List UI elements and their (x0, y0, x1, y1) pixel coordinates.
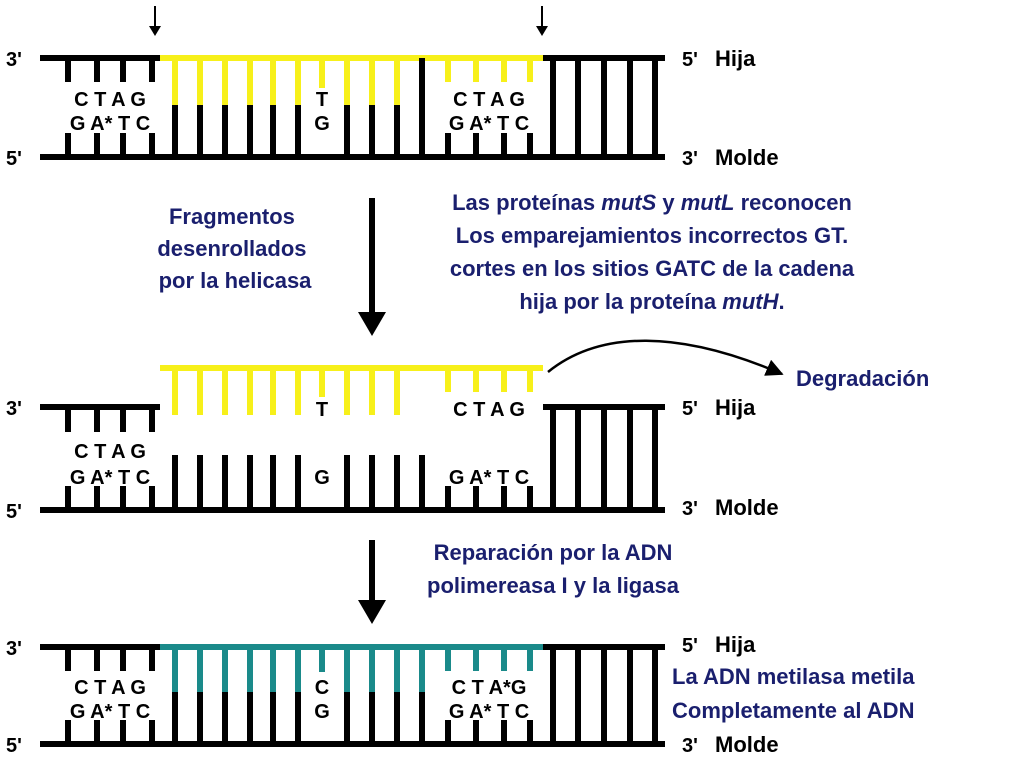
p1-right-site-top: C T A G (453, 89, 525, 111)
p2-left-site-bottom: G A* T C (70, 467, 150, 489)
p3-daughter-teeth-left (65, 647, 155, 671)
degradation-arrow (547, 339, 784, 376)
excised-fragment-teeth (172, 368, 533, 415)
p1-left-site-bottom: G A* T C (70, 113, 150, 135)
p2-template-3-prime: 3' (682, 498, 698, 520)
p3-right-site-bottom: G A* T C (449, 701, 529, 723)
p2-daughter-name: Hija (715, 395, 756, 420)
methylase-note-line-1: La ADN metilasa metila (672, 664, 915, 689)
recognition-line-4-a: hija por la proteína (519, 289, 722, 314)
p3-daughter-name: Hija (715, 632, 756, 657)
p2-left-site-top: C T A G (74, 441, 146, 463)
p3-left-site-top: C T A G (74, 677, 146, 699)
p2-template-5-prime: 5' (6, 501, 22, 523)
p3-left-site-bottom: G A* T C (70, 701, 150, 723)
p3-template-teeth-left (65, 720, 155, 744)
p2-template-teeth-left (65, 486, 155, 510)
template-teeth-left (65, 133, 155, 157)
p1-daughter-3-prime: 3' (6, 49, 22, 71)
p2-loose-mismatch: T (316, 399, 328, 421)
mutL-label: mutL (681, 190, 735, 215)
step-1-recognition: Fragmentos desenrollados por la helicasa… (157, 190, 855, 336)
panel-1-hemimethylated-dna: C T A G G A* T C T G C T A G G A* T C 3'… (6, 6, 779, 170)
p2-template-teeth-exposed (172, 455, 533, 510)
recognition-line-2: Los emparejamientos incorrectos GT. (456, 223, 848, 248)
recognition-line-1-e: reconocen (735, 190, 852, 215)
p2-daughter-5-prime: 5' (682, 398, 698, 420)
cut-site-arrow-left (149, 6, 161, 36)
daughter-teeth-left (65, 58, 155, 82)
p3-corrected-bottom: G (314, 701, 330, 723)
daughter-teeth-unwound (172, 58, 533, 105)
helicase-note-line-1: Fragmentos (169, 204, 295, 229)
p3-daughter-3-prime: 3' (6, 638, 22, 660)
p2-daughter-teeth-left (65, 407, 155, 432)
p3-template-teeth-middle (172, 692, 533, 744)
p1-left-site-top: C T A G (74, 89, 146, 111)
p3-template-name: Molde (715, 732, 779, 757)
p3-corrected-top: C (315, 677, 329, 699)
repair-line-2: polimereasa I y la ligasa (427, 573, 680, 598)
p2-template-name: Molde (715, 495, 779, 520)
template-teeth-middle (172, 58, 533, 157)
recognition-line-1-c: y (656, 190, 680, 215)
recognition-line-1: Las proteínas mutS y mutL reconocen (452, 190, 852, 215)
recognition-line-4: hija por la proteína mutH. (519, 289, 784, 314)
degradation-label: Degradación (796, 366, 929, 391)
p3-daughter-5-prime: 5' (682, 635, 698, 657)
p1-mismatch-top: T (316, 89, 328, 111)
panel-2-excision: T C T A G Degradación (6, 339, 929, 523)
panel-3-repaired-dna: C T A G G A* T C C G C T A*G G A* T C 3'… (6, 632, 915, 757)
p1-template-name: Molde (715, 145, 779, 170)
p2-loose-site: C T A G (453, 399, 525, 421)
recognition-line-3: cortes en los sitios GATC de la cadena (450, 256, 855, 281)
p3-daughter-teeth-repaired (172, 647, 533, 692)
helicase-note: Fragmentos desenrollados por la helicasa (157, 204, 312, 293)
p2-mismatch-bottom: G (314, 467, 330, 489)
helicase-note-line-2: desenrollados (157, 236, 306, 261)
p1-template-3-prime: 3' (682, 148, 698, 170)
p1-daughter-5-prime: 5' (682, 49, 698, 71)
p1-daughter-name: Hija (715, 46, 756, 71)
helicase-note-line-3: por la helicasa (159, 268, 313, 293)
methylase-note-line-2: Completamente al ADN (672, 698, 914, 723)
p1-mismatch-bottom: G (314, 113, 330, 135)
p3-paired-teeth-right (550, 647, 658, 744)
cut-site-arrow-right (536, 6, 548, 36)
step-2-repair: Reparación por la ADN polimereasa I y la… (358, 540, 680, 624)
p3-right-site-top: C T A*G (452, 677, 527, 699)
p1-template-5-prime: 5' (6, 148, 22, 170)
recognition-line-1-a: Las proteínas (452, 190, 601, 215)
p2-daughter-3-prime: 3' (6, 398, 22, 420)
p2-paired-teeth-right (550, 407, 658, 510)
p3-template-3-prime: 3' (682, 735, 698, 757)
p3-template-5-prime: 5' (6, 735, 22, 757)
mutH-label: mutH (722, 289, 779, 314)
p1-right-site-bottom: G A* T C (449, 113, 529, 135)
p2-right-site-bottom: G A* T C (449, 467, 529, 489)
paired-teeth-right (550, 58, 658, 157)
recognition-line-4-c: . (779, 289, 785, 314)
mutS-label: mutS (601, 190, 656, 215)
repair-line-1: Reparación por la ADN (434, 540, 673, 565)
